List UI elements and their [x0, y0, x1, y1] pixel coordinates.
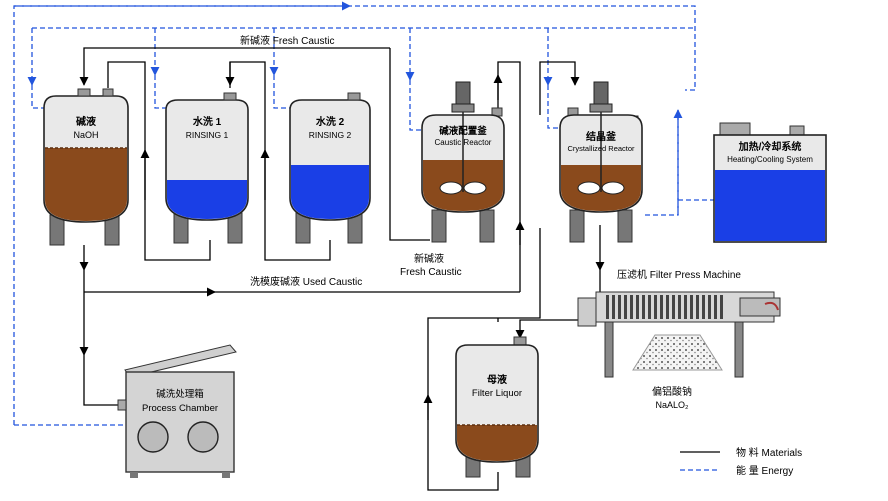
tank-caustic-reactor: 碱液配置釜 Caustic Reactor [421, 81, 505, 243]
filter-liquor-cn-label: 母液 [487, 373, 507, 386]
material-lines [79, 47, 605, 491]
tank-filter-liquor: 母液 Filter Liquor [455, 336, 539, 478]
process-chamber: 碱洗处理箱 Process Chamber [117, 344, 237, 478]
tank-naoh: 碱液 NaOH [43, 88, 129, 246]
product-en-label: NaALO₂ [655, 400, 689, 410]
filter-press-label: 压滤机 Filter Press Machine [617, 268, 741, 281]
tank-crystallized-reactor: 结晶釜 Crystallized Reactor [559, 81, 643, 243]
fresh-caustic-mid-en-label: Fresh Caustic [400, 267, 462, 278]
legend: 物 料 Materials 能 量 Energy [680, 446, 802, 477]
used-caustic-label: 洗模废碱液 Used Caustic [250, 275, 362, 288]
product-cn-label: 偏铝酸钠 [652, 385, 692, 398]
fresh-caustic-top-label: 新碱液 Fresh Caustic [240, 34, 334, 47]
filter-press: 压滤机 Filter Press Machine [577, 268, 781, 378]
filter-liquor-en-label: Filter Liquor [472, 388, 522, 399]
legend-energy-label: 能 量 Energy [736, 464, 793, 477]
naoh-cn-label: 碱液 [76, 115, 96, 128]
caustic-reactor-en-label: Caustic Reactor [435, 138, 492, 147]
tank-rinse1: 水洗 1 RINSING 1 [165, 92, 249, 244]
caustic-reactor-cn-label: 碱液配置釜 [439, 125, 487, 137]
rinse1-en-label: RINSING 1 [186, 130, 229, 140]
crystallized-reactor-en-label: Crystallized Reactor [567, 144, 635, 153]
legend-materials-label: 物 料 Materials [736, 446, 802, 459]
process-chamber-cn-label: 碱洗处理箱 [156, 388, 204, 400]
heating-cn-label: 加热/冷却系统 [738, 140, 802, 153]
rinse2-en-label: RINSING 2 [309, 130, 352, 140]
process-chamber-en-label: Process Chamber [142, 403, 218, 414]
rinse2-cn-label: 水洗 2 [315, 115, 345, 128]
heating-cooling-system: 加热/冷却系统 Heating/Cooling System [713, 122, 827, 243]
tank-rinse2: 水洗 2 RINSING 2 [289, 92, 371, 244]
naoh-en-label: NaOH [73, 130, 98, 140]
heating-en-label: Heating/Cooling System [727, 155, 813, 164]
crystallized-reactor-cn-label: 结晶釜 [586, 130, 617, 143]
energy-lines [13, 1, 715, 426]
rinse1-cn-label: 水洗 1 [192, 115, 222, 128]
fresh-caustic-mid-cn-label: 新碱液 [414, 252, 444, 265]
